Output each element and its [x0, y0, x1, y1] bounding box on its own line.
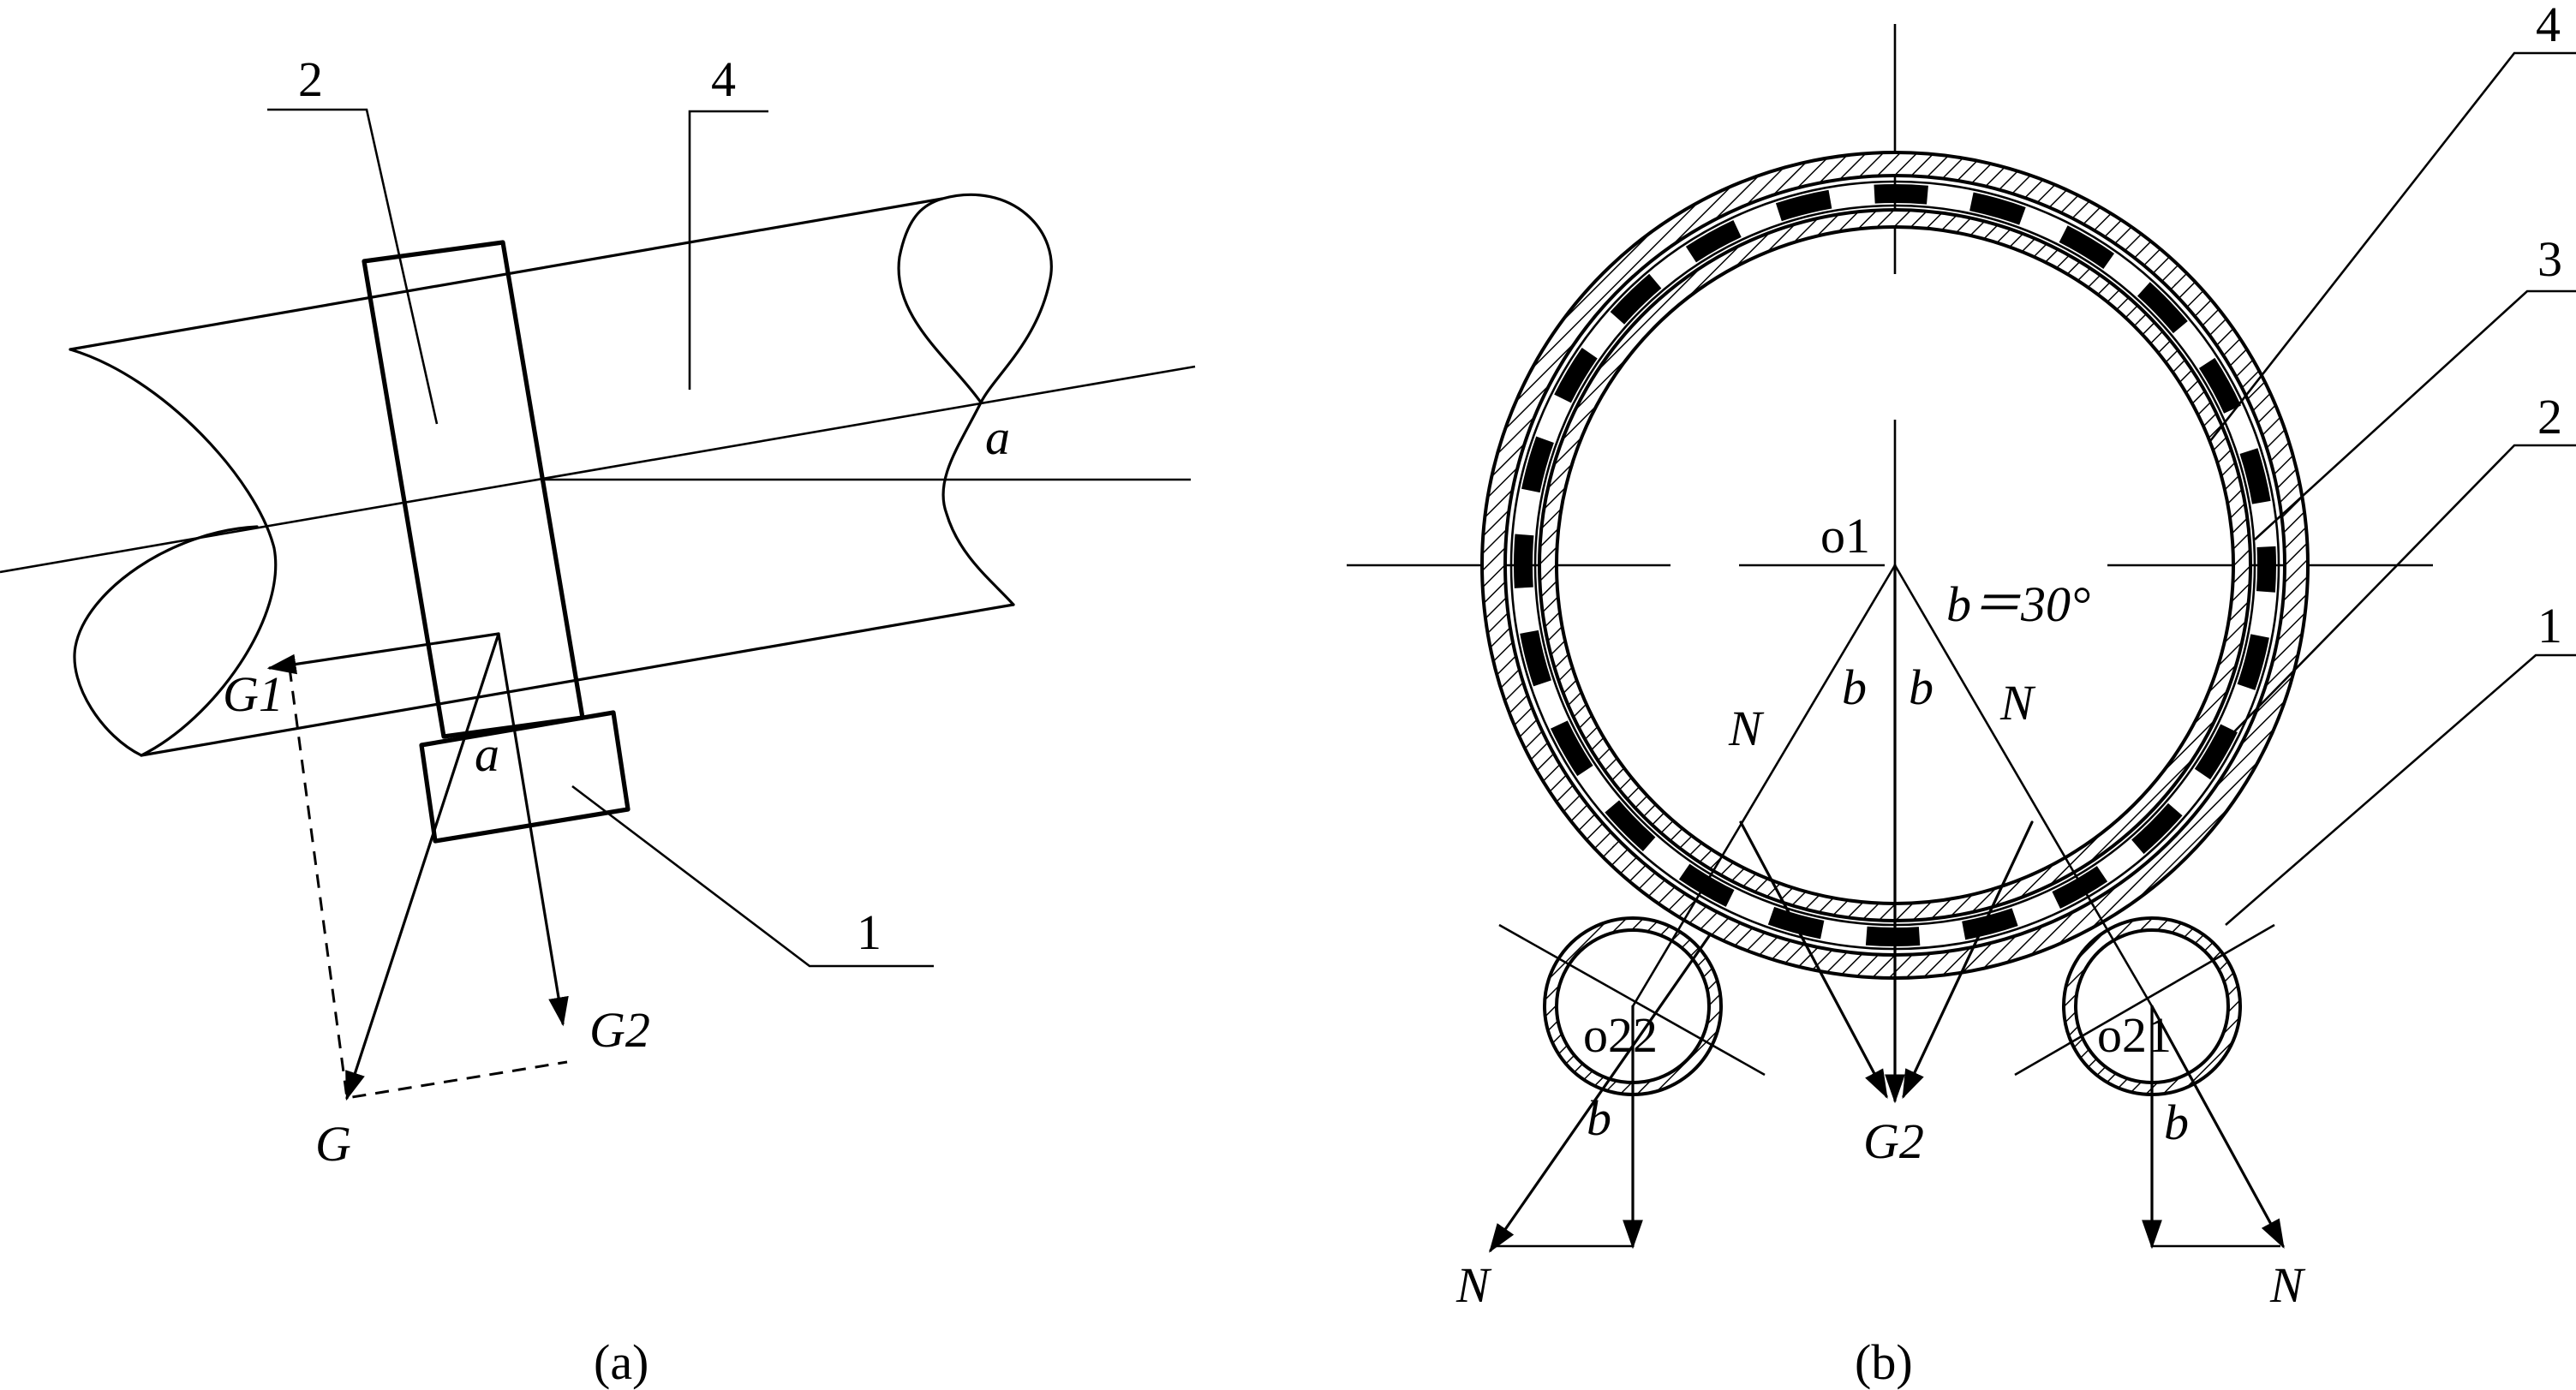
angle-b-left-label: b — [1842, 659, 1867, 715]
leader-b-3 — [2254, 289, 2576, 540]
angle-b-right-label: b — [1909, 659, 1933, 715]
leader-b-4 — [2208, 51, 2576, 442]
force-parallelogram — [288, 667, 568, 1100]
support-block — [419, 710, 631, 844]
angle-a-block-label: a — [475, 726, 499, 782]
callout-b-3: 3 — [2537, 231, 2562, 287]
angle-b-roller-right-label: b — [2164, 1095, 2189, 1150]
callout-a-1: 1 — [857, 904, 882, 960]
angle-a-label: a — [985, 409, 1010, 465]
roller-right-normal-vector — [2150, 1005, 2285, 1249]
normal-force-bottom-right-label: N — [2269, 1257, 2306, 1313]
callout-b-2: 2 — [2537, 389, 2562, 444]
callout-b-1: 1 — [2537, 598, 2562, 653]
callout-a-2: 2 — [298, 51, 323, 107]
center-o1-label: o1 — [1820, 508, 1870, 564]
roller-right — [2014, 916, 2275, 1096]
labels: 2 4 1 a a G1 G2 G (a) 4 3 2 1 o1 b＝30° b… — [223, 0, 2562, 1390]
force-g1-vector — [266, 632, 500, 675]
roller-left-center-label: o22 — [1583, 1007, 1658, 1063]
radial-line-left — [1631, 564, 1897, 1007]
normal-force-left-label: N — [1728, 701, 1765, 756]
caption-a: (a) — [594, 1334, 648, 1390]
force-g2-vector — [497, 632, 569, 1027]
normal-force-bottom-left-label: N — [1455, 1257, 1492, 1313]
force-g-vector — [345, 632, 500, 1101]
normal-force-left-vector — [1739, 820, 1888, 1100]
angle-b-roller-left-label: b — [1587, 1090, 1611, 1146]
force-g2-label: G2 — [589, 1002, 650, 1058]
inclined-axis — [0, 365, 1196, 574]
roller-right-center-label: o21 — [2097, 1007, 2172, 1063]
leader-b-2 — [2212, 444, 2576, 755]
force-g1-label: G1 — [223, 666, 284, 722]
leader-2 — [267, 108, 439, 425]
collar-band — [362, 240, 585, 739]
figure-a — [0, 108, 1196, 1101]
inner-tube-ring — [1538, 208, 2252, 922]
callout-b-4: 4 — [2536, 0, 2561, 52]
callout-a-4: 4 — [711, 51, 736, 107]
normal-force-right-vector — [1902, 820, 2034, 1100]
caption-b: (b) — [1855, 1334, 1913, 1390]
leader-4 — [688, 110, 768, 390]
outer-tube-ring — [1480, 151, 2310, 980]
figure-b — [1347, 24, 2576, 1253]
leader-1 — [571, 784, 934, 968]
radial-line-right — [1893, 564, 2154, 1007]
roller-left — [1498, 916, 1766, 1096]
leader-b-1 — [2225, 653, 2576, 926]
roller-left-normal-vector — [1489, 934, 1711, 1253]
angle-equation-label: b＝30° — [1946, 576, 2090, 632]
normal-force-right-label: N — [1999, 675, 2036, 731]
force-g2-b-label: G2 — [1863, 1113, 1924, 1169]
force-g-label: G — [315, 1116, 351, 1172]
